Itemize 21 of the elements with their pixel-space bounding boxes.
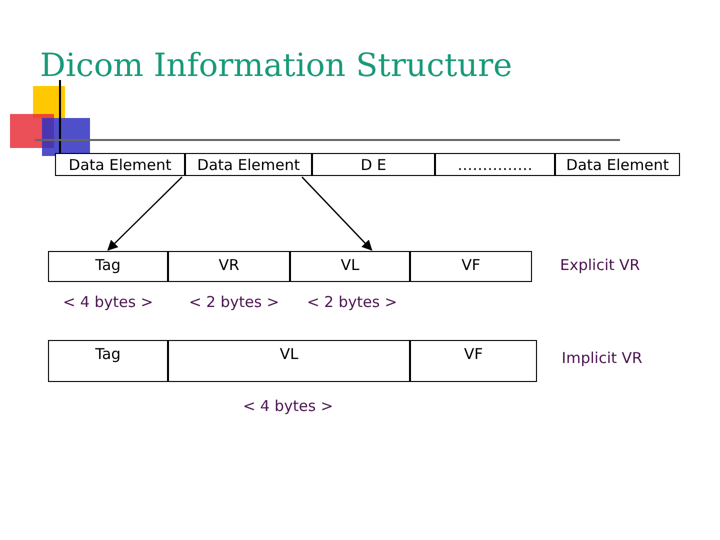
arrow — [107, 176, 182, 251]
byte-size-label: < 4 bytes > — [242, 397, 334, 415]
field-segment: …………… — [435, 153, 555, 176]
field-segment: VF — [410, 340, 537, 382]
field-segment: VF — [410, 251, 532, 282]
field-segment: Tag — [48, 251, 168, 282]
field-segment: Data Element — [55, 153, 185, 176]
field-segment: VL — [168, 340, 410, 382]
byte-size-label: < 2 bytes > — [188, 293, 280, 311]
field-segment: VL — [290, 251, 410, 282]
field-segment: Data Element — [185, 153, 312, 176]
row-label: Explicit VR — [560, 256, 640, 274]
slide-title: Dicom Information Structure — [40, 46, 512, 84]
row-label: Implicit VR — [562, 349, 642, 367]
field-segment: VR — [168, 251, 290, 282]
field-segment: Data Element — [555, 153, 680, 176]
field-segment: D E — [312, 153, 435, 176]
byte-size-label: < 2 bytes > — [306, 293, 398, 311]
byte-size-label: < 4 bytes > — [62, 293, 154, 311]
field-segment: Tag — [48, 340, 168, 382]
arrow — [302, 176, 372, 251]
